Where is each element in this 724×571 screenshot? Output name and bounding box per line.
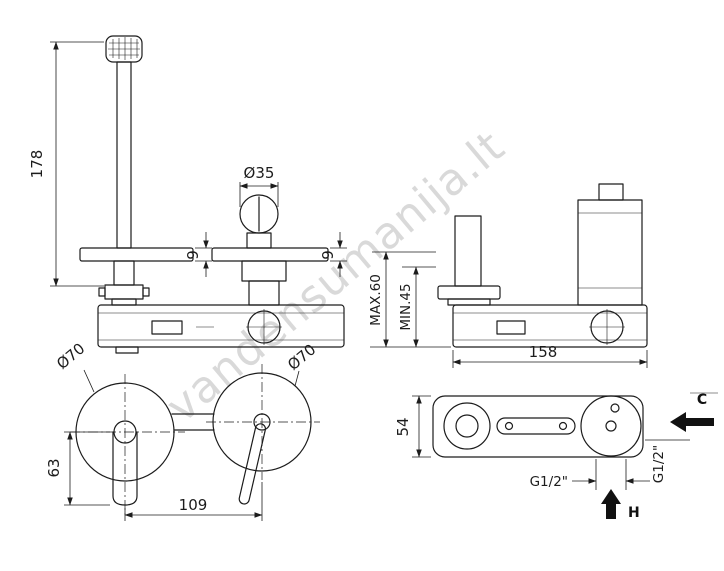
spout-escutcheon-side — [79, 247, 194, 262]
hot-inlet-arrow: H — [601, 489, 640, 521]
roughin-nut — [447, 298, 491, 306]
svg-text:Ø70: Ø70 — [53, 339, 88, 373]
view-faucet-front: Ø70 Ø70 63 109 — [45, 339, 320, 521]
spout-base — [113, 420, 137, 444]
svg-text:G1/2": G1/2" — [530, 474, 568, 490]
spout-outlet-front — [112, 431, 138, 506]
dim-handle-diameter: Ø35 — [239, 164, 279, 207]
dim-center-distance: 109 — [124, 482, 263, 521]
handle-escutcheon-front — [212, 372, 312, 472]
dim-depth-min: MIN.45 — [398, 266, 436, 348]
svg-text:54: 54 — [394, 417, 412, 436]
svg-text:158: 158 — [529, 343, 558, 361]
spout-port-bore — [455, 414, 479, 438]
svg-text:109: 109 — [179, 496, 208, 514]
cartridge-port — [580, 395, 642, 457]
dim-spout-plate-thickness: 9 — [184, 232, 212, 277]
svg-text:Ø35: Ø35 — [244, 164, 275, 182]
dim-body-height: 54 — [394, 395, 431, 458]
cold-inlet-arrow: C — [670, 392, 718, 432]
dim-spout-escutcheon: Ø70 — [53, 339, 95, 393]
svg-text:MAX.60: MAX.60 — [368, 274, 384, 326]
dim-handle-plate-thickness: 9 — [319, 232, 347, 277]
dim-depth-max: MAX.60 — [368, 251, 451, 348]
roughin-plate — [437, 285, 501, 300]
spout-tube — [116, 61, 132, 249]
valve-body-side — [97, 304, 345, 354]
roughin-spout-tube — [454, 215, 482, 287]
svg-text:9: 9 — [319, 250, 337, 260]
watermark-text: vandensumanija.lt — [157, 121, 515, 433]
dim-side-thread: G1/2" — [645, 439, 690, 483]
svg-text:63: 63 — [45, 458, 63, 477]
cartridge-column — [577, 183, 643, 306]
spout-port — [443, 402, 491, 450]
dim-bottom-thread: G1/2" — [530, 459, 650, 490]
cartridge-screw-hole — [610, 403, 620, 413]
dim-spout-drop: 63 — [45, 431, 110, 506]
spout-head — [105, 35, 143, 63]
handle-lever-front — [238, 423, 267, 505]
cold-label: C — [697, 392, 707, 408]
svg-text:G1/2": G1/2" — [651, 445, 667, 483]
spout-mounting — [98, 260, 150, 306]
handle-side — [211, 194, 329, 306]
view-faucet-side: 178 Ø35 9 9 — [28, 35, 347, 354]
dim-body-width: 158 — [452, 343, 648, 368]
view-roughin-side: MAX.60 MIN.45 158 — [368, 183, 648, 368]
svg-text:178: 178 — [28, 150, 46, 179]
svg-text:9: 9 — [184, 250, 202, 260]
slot-screw-hole — [558, 421, 568, 431]
slot-screw-hole — [504, 421, 514, 431]
dim-spout-height: 178 — [28, 41, 104, 287]
hot-label: H — [628, 505, 640, 521]
handle-pivot — [253, 413, 271, 431]
roughin-body-back — [432, 395, 644, 458]
svg-text:MIN.45: MIN.45 — [398, 283, 414, 330]
view-roughin-back: 54 G1/2" H C G1/2" — [394, 392, 718, 521]
mounting-slot — [496, 417, 576, 435]
roughin-body-side — [452, 304, 648, 348]
cartridge-center — [605, 420, 617, 432]
